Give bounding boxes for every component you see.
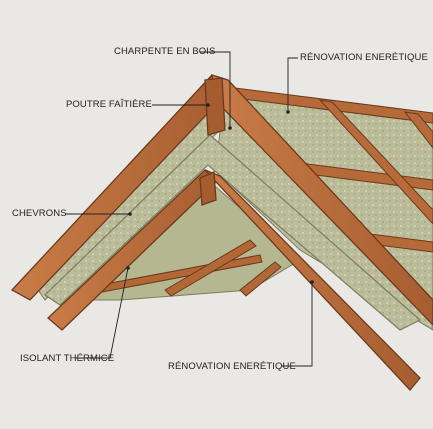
inner-joists (99, 239, 282, 297)
leader-dots (126, 103, 314, 284)
right-slope-rafters (318, 99, 433, 225)
leader-lines (65, 51, 313, 367)
ridge-beam-lower (199, 171, 217, 206)
inner-insulation (44, 134, 422, 331)
label-renovation-top: RÉNOVATION ENERÉTIQUE (300, 52, 428, 63)
label-renovation-bottom: RÉNOVATION ENERÉTIQUE (168, 361, 296, 372)
label-chevrons: CHEVRONS (12, 208, 67, 219)
label-poutre: POUTRE FAÎTIÈRE (66, 99, 152, 110)
label-charpente: CHARPENTE EN BOIS (114, 46, 216, 57)
ridge-beam (204, 77, 226, 136)
label-isolant: ISOLANT THÉRMICE (20, 353, 115, 364)
lower-right-rafter (204, 169, 421, 391)
